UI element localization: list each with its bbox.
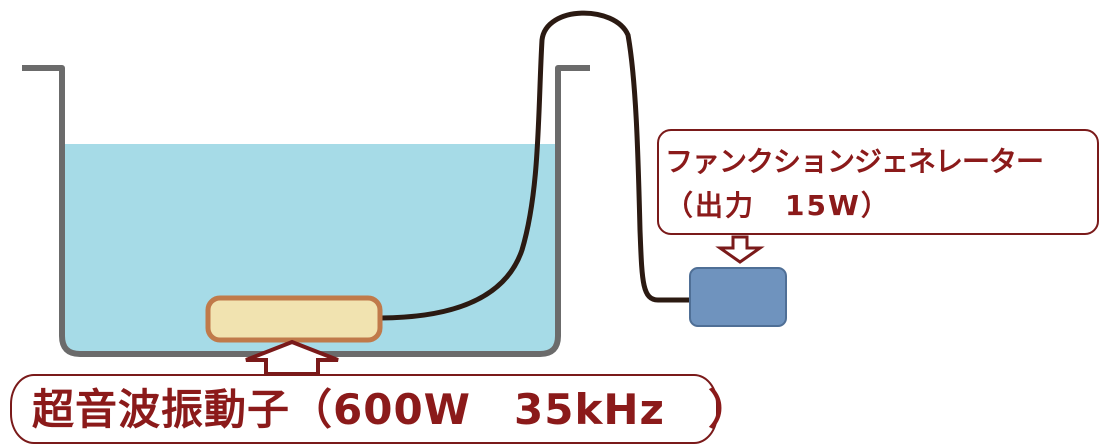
function-generator-name: ファンクションジェネレーター (665, 145, 1044, 178)
down-arrow-icon (715, 235, 765, 264)
function-generator-device (689, 267, 787, 327)
transducer-label: 超音波振動子（600W 35kHz ） (32, 385, 751, 434)
water (64, 144, 556, 352)
transducer-callout: 超音波振動子（600W 35kHz ） (10, 374, 750, 444)
function-generator-output: （出力 15W） (665, 189, 891, 222)
function-generator-callout: ファンクションジェネレーター （出力 15W） (657, 129, 1099, 235)
cable (375, 10, 693, 321)
ultrasonic-transducer (205, 295, 383, 343)
